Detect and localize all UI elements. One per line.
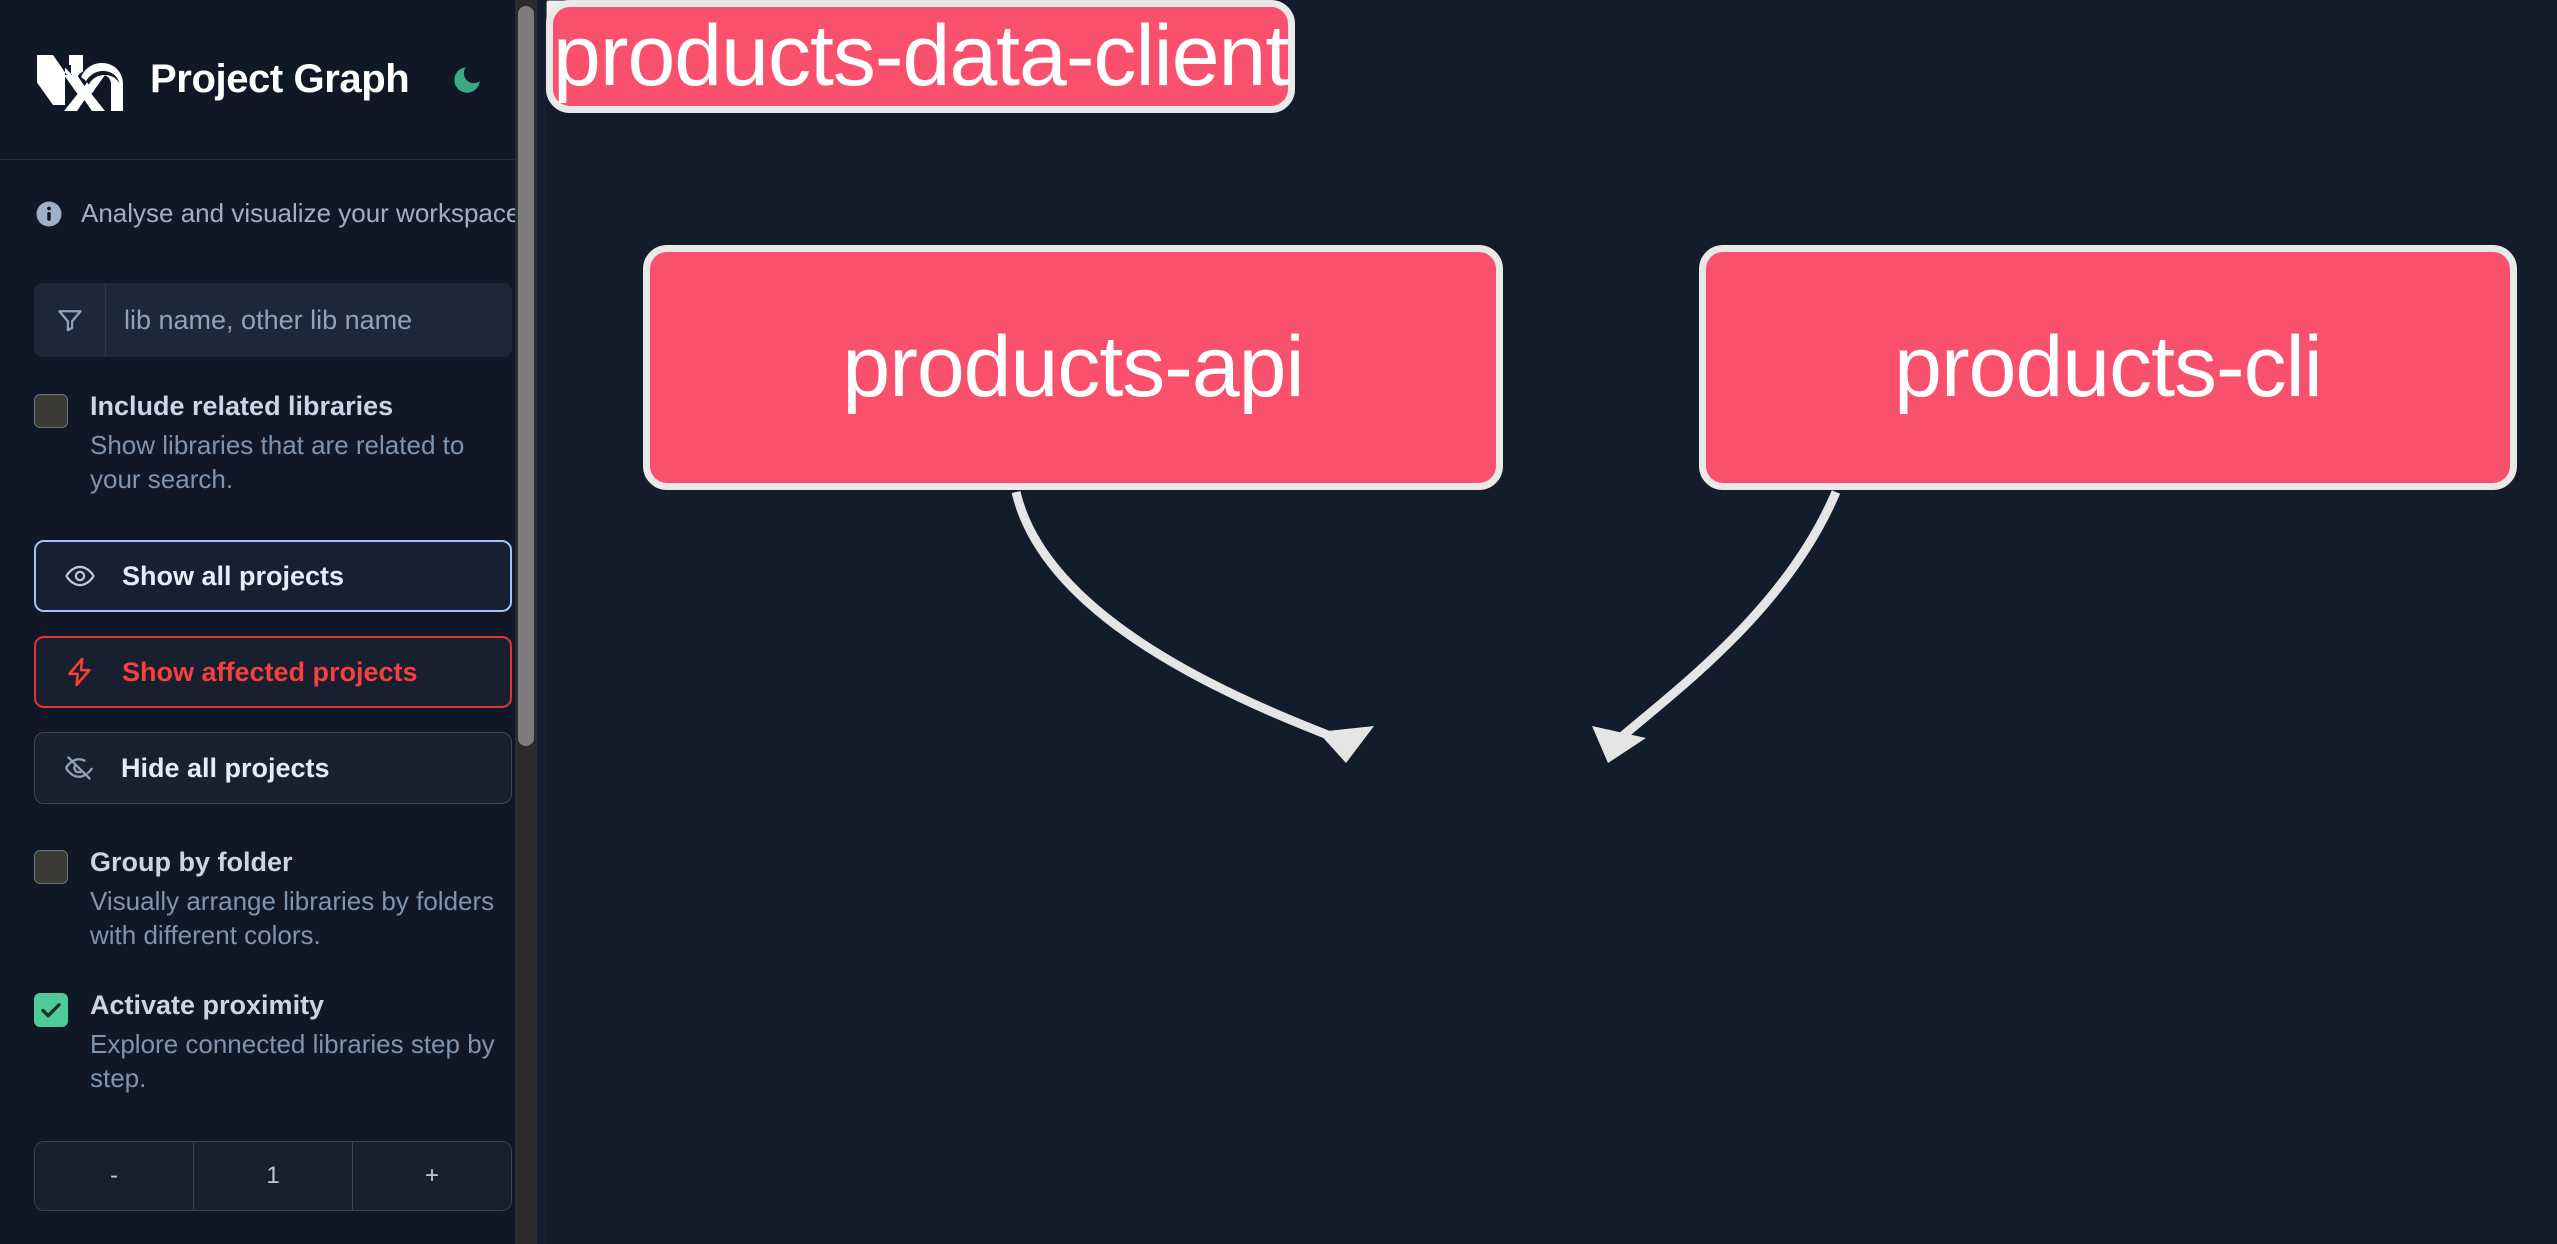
graph-node-products-api[interactable]: products-api: [643, 245, 1503, 490]
checkbox-label: Activate proximity: [90, 989, 325, 1020]
hide-all-projects-label: Hide all projects: [121, 752, 330, 783]
edge-products-api-to-products-data-client: [1011, 490, 1348, 747]
graph-node-products-cli[interactable]: products-cli: [1699, 245, 2517, 490]
eye-off-icon: [64, 756, 94, 781]
tagline: Analyse and visualize your workspace.: [34, 198, 528, 229]
arrowhead-products-cli: [1592, 726, 1646, 763]
graph-canvas[interactable]: products-api products-cli products-data-…: [546, 0, 2557, 1244]
sidebar-scrollbar[interactable]: [515, 0, 537, 1244]
proximity-less-button[interactable]: -: [35, 1142, 194, 1211]
checkbox-row-activate-proximity[interactable]: Activate proximity Explore connected lib…: [34, 989, 512, 1095]
proximity-more-button[interactable]: +: [353, 1142, 511, 1211]
node-label: products-cli: [1894, 319, 2323, 415]
checkbox-label: Group by folder: [90, 847, 293, 878]
theme-toggle-button[interactable]: [445, 58, 489, 102]
graph-node-products-data-client[interactable]: products-data-client: [546, 0, 1296, 113]
sidebar-edge: [537, 0, 546, 1244]
graph-edges: [1011, 490, 1841, 763]
lightning-icon: [68, 658, 91, 687]
node-label: products-api: [842, 319, 1304, 415]
sidebar-body: Analyse and visualize your workspace.: [0, 198, 546, 1212]
checkbox-row-group-by-folder[interactable]: Group by folder Visually arrange librari…: [34, 846, 512, 952]
info-icon: [36, 201, 62, 226]
show-all-projects-button[interactable]: Show all projects: [34, 540, 512, 613]
filter-icon: [34, 283, 106, 357]
search-input[interactable]: [106, 283, 512, 357]
checkbox-label: Include related libraries: [90, 391, 394, 421]
eye-icon: [65, 566, 95, 587]
arrowhead-products-api: [1318, 726, 1374, 763]
proximity-value: 1: [194, 1142, 353, 1211]
show-all-projects-label: Show all projects: [122, 560, 345, 591]
edge-products-cli-to-products-data-client: [1615, 490, 1841, 744]
checkbox-description: Visually arrange libraries by folders wi…: [90, 886, 495, 951]
sidebar-scroll-region[interactable]: Project Graph Analyse and visualize your…: [0, 0, 546, 1244]
nx-logo: [37, 54, 123, 111]
check-icon: [41, 1002, 61, 1018]
show-affected-projects-button[interactable]: Show affected projects: [34, 636, 512, 709]
checkbox-description: Show libraries that are related to your …: [90, 429, 465, 495]
tagline-text: Analyse and visualize your workspace.: [81, 198, 528, 228]
checkbox-row-include-related-libraries[interactable]: Include related libraries Show libraries…: [34, 390, 512, 496]
activate-proximity-checkbox[interactable]: [34, 992, 68, 1027]
page-title: Project Graph: [150, 57, 410, 101]
node-label: products-data-client: [553, 8, 1289, 104]
search-box[interactable]: [34, 283, 512, 357]
include-related-libraries-checkbox[interactable]: [34, 394, 68, 428]
sidebar-header: Project Graph: [0, 0, 546, 160]
sidebar-scrollbar-thumb[interactable]: [518, 6, 534, 746]
hide-all-projects-button[interactable]: Hide all projects: [34, 732, 512, 805]
project-visibility-buttons: Show all projects Show affected projects: [34, 540, 512, 805]
sidebar: Project Graph Analyse and visualize your…: [0, 0, 546, 1244]
show-affected-projects-label: Show affected projects: [122, 656, 418, 687]
checkbox-description: Explore connected libraries step by step…: [90, 1028, 495, 1093]
proximity-segmented-control[interactable]: - 1 +: [34, 1141, 512, 1212]
group-by-folder-checkbox[interactable]: [34, 850, 68, 885]
moon-icon: [454, 66, 481, 93]
